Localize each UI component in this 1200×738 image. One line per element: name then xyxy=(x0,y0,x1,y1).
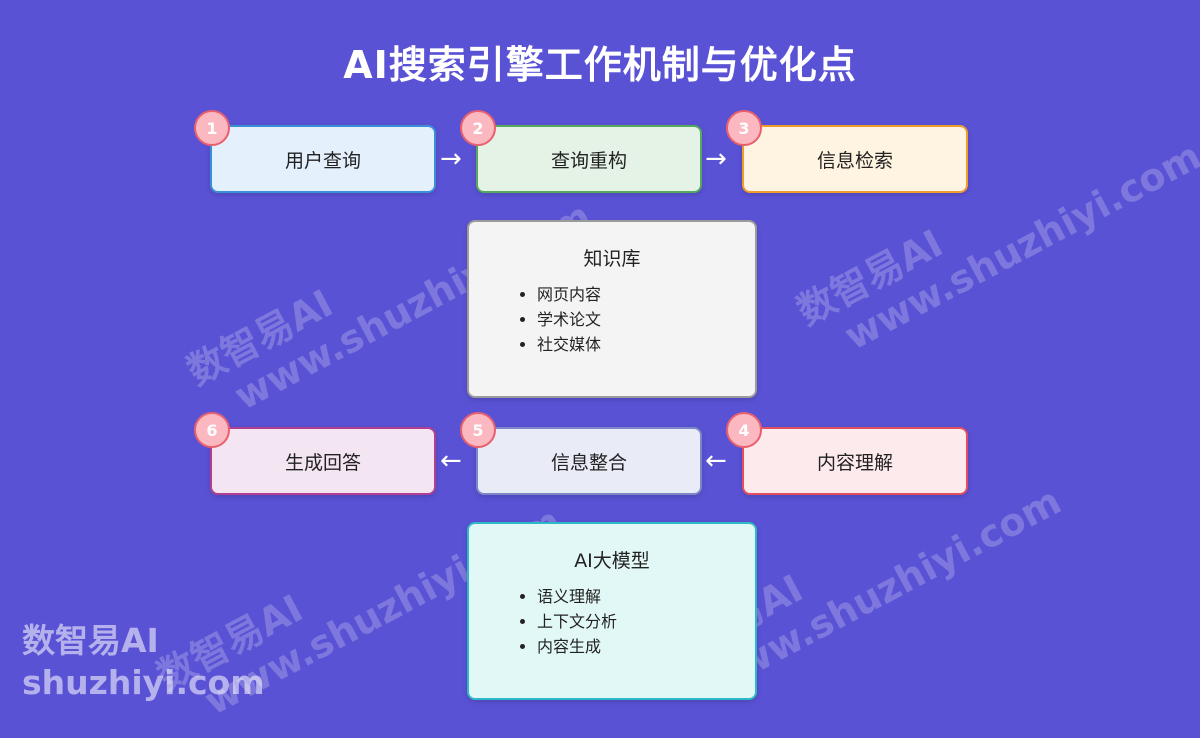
arrow-right-icon: → xyxy=(705,144,727,174)
step-content-understanding: 内容理解 xyxy=(742,427,968,495)
step-number-badge: 3 xyxy=(726,110,762,146)
arrow-left-icon: ← xyxy=(705,446,727,476)
step-info-retrieval: 信息检索 xyxy=(742,125,968,193)
knowledge-base-panel: 知识库 网页内容 学术论文 社交媒体 xyxy=(467,220,757,398)
step-label: 内容理解 xyxy=(816,451,893,474)
diagram-title: AI搜索引擎工作机制与优化点 xyxy=(343,43,857,87)
step-label: 信息整合 xyxy=(550,451,627,474)
step-number-badge: 2 xyxy=(460,110,496,146)
list-item: 内容生成 xyxy=(537,634,617,659)
step-label: 生成回答 xyxy=(284,451,361,474)
step-label: 用户查询 xyxy=(284,149,361,172)
list-item: 语义理解 xyxy=(537,584,617,609)
step-number-badge: 4 xyxy=(726,412,762,448)
step-number-badge: 5 xyxy=(460,412,496,448)
step-label: 信息检索 xyxy=(816,149,893,172)
panel-title: 知识库 xyxy=(583,248,641,270)
ai-model-panel: AI大模型 语义理解 上下文分析 内容生成 xyxy=(467,522,757,700)
step-number-badge: 1 xyxy=(194,110,230,146)
panel-list: 语义理解 上下文分析 内容生成 xyxy=(513,584,617,659)
step-number-badge: 6 xyxy=(194,412,230,448)
step-info-integration: 信息整合 xyxy=(476,427,702,495)
list-item: 上下文分析 xyxy=(537,609,617,634)
step-label: 查询重构 xyxy=(550,149,627,172)
list-item: 社交媒体 xyxy=(537,332,601,357)
brand-logo: 数智易AI shuzhiyi.com xyxy=(22,621,265,702)
list-item: 网页内容 xyxy=(537,282,601,307)
arrow-right-icon: → xyxy=(440,144,462,174)
step-user-query: 用户查询 xyxy=(210,125,436,193)
arrow-left-icon: ← xyxy=(440,446,462,476)
list-item: 学术论文 xyxy=(537,307,601,332)
step-generate-answer: 生成回答 xyxy=(210,427,436,495)
panel-title: AI大模型 xyxy=(574,550,650,572)
panel-list: 网页内容 学术论文 社交媒体 xyxy=(513,282,601,357)
step-query-rewrite: 查询重构 xyxy=(476,125,702,193)
